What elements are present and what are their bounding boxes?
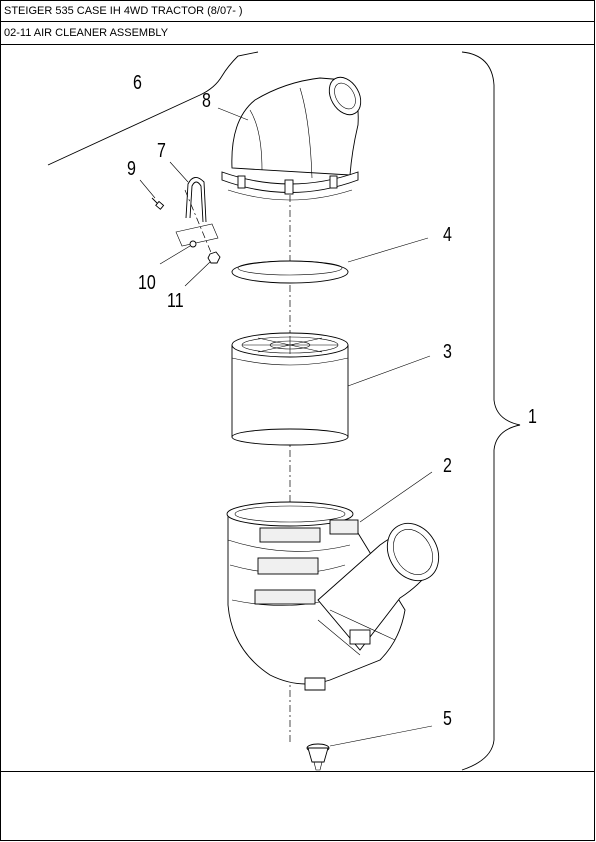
footer-divider — [0, 771, 595, 772]
callout-3: 3 — [443, 341, 452, 363]
callout-11: 11 — [167, 290, 184, 312]
diagram-drawing — [47, 51, 521, 771]
part-screw — [151, 197, 165, 210]
header-model: STEIGER 535 CASE IH 4WD TRACTOR (8/07- ) — [0, 0, 595, 22]
part-filter-element — [231, 332, 349, 446]
leader-3 — [347, 355, 431, 387]
exploded-diagram: 6 8 7 9 10 11 4 3 1 2 5 — [0, 45, 595, 772]
callout-2: 2 — [443, 455, 452, 477]
leader-10 — [159, 245, 191, 265]
leader-9 — [139, 179, 156, 199]
leader-5 — [329, 725, 433, 747]
part-valve — [306, 743, 330, 771]
callout-5: 5 — [443, 708, 452, 730]
callout-6: 6 — [133, 72, 142, 94]
callout-1: 1 — [528, 406, 537, 428]
callout-7: 7 — [157, 140, 166, 162]
part-nut — [207, 251, 221, 264]
part-gasket-lid — [231, 260, 349, 284]
part-housing — [226, 501, 440, 691]
callout-8: 8 — [202, 90, 211, 112]
callout-9: 9 — [127, 158, 136, 180]
leader-7 — [169, 161, 189, 183]
part-washer — [189, 240, 197, 248]
leader-8 — [217, 107, 249, 121]
callout-4: 4 — [443, 224, 452, 246]
part-cover-elbow — [221, 76, 362, 201]
clamp-axis — [184, 189, 216, 263]
bracket-6 — [47, 51, 259, 166]
part-u-bolt — [175, 177, 219, 247]
leader-2 — [359, 471, 433, 523]
leader-4 — [347, 237, 429, 263]
header-section: 02-11 AIR CLEANER ASSEMBLY — [0, 22, 595, 45]
callout-10: 10 — [138, 272, 156, 294]
leader-11 — [184, 261, 211, 287]
bracket-1 — [461, 51, 521, 771]
